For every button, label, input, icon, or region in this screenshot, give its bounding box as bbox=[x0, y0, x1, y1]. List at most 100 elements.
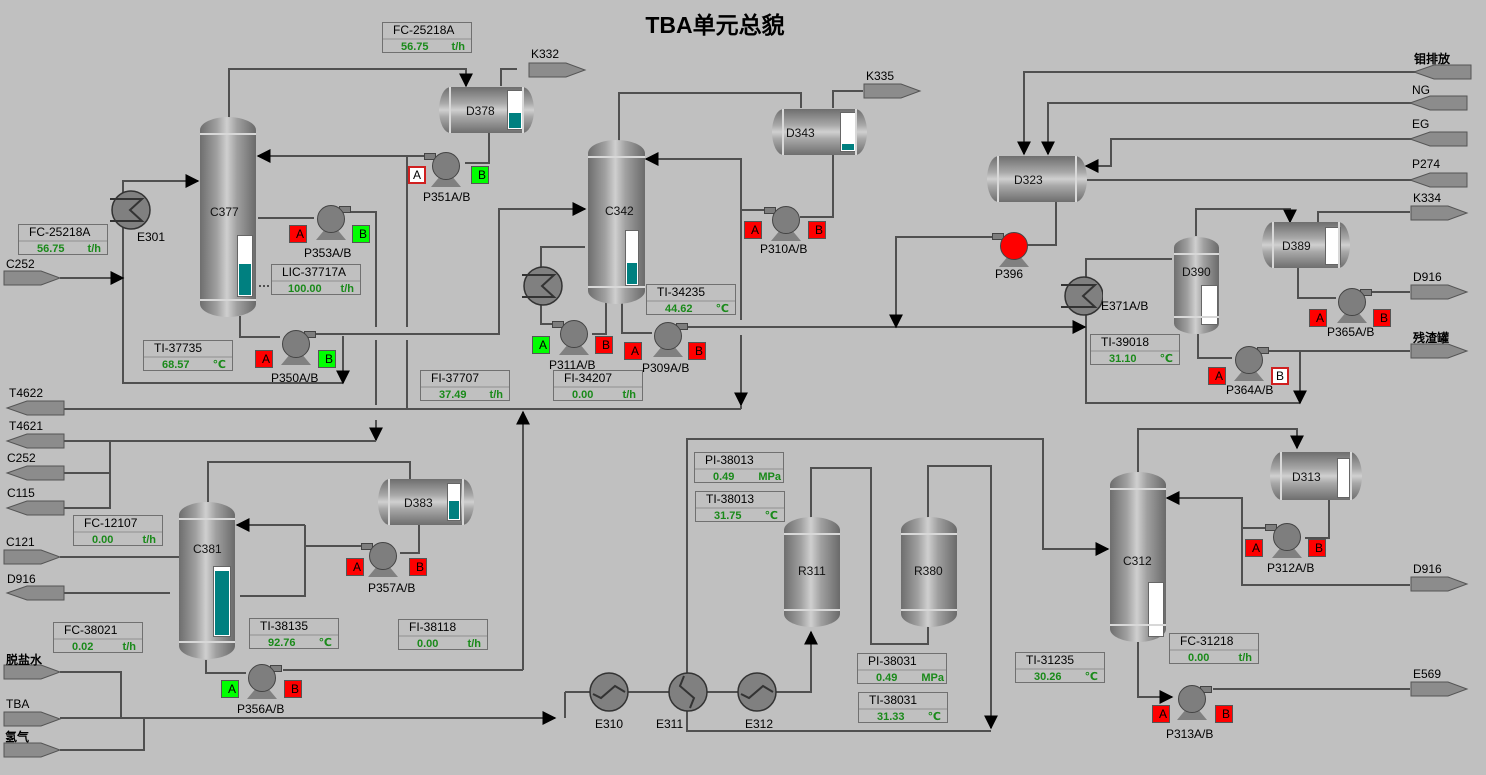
pump-p310-a-button[interactable]: A bbox=[744, 221, 762, 239]
pump-p313-a-button[interactable]: A bbox=[1152, 705, 1170, 723]
pump-p309-a-button[interactable]: A bbox=[624, 342, 642, 360]
pump-p309[interactable] bbox=[648, 320, 688, 360]
pump-p364-a-button[interactable]: A bbox=[1208, 367, 1226, 385]
connector-label: C252 bbox=[6, 257, 35, 271]
pump-p357-a-button[interactable]: A bbox=[346, 558, 364, 576]
column-c381[interactable]: C381 bbox=[179, 502, 235, 659]
pump-p351-a-button[interactable]: A bbox=[408, 166, 426, 184]
connector-desalted-water[interactable] bbox=[3, 664, 63, 680]
pump-p350-a-button[interactable]: A bbox=[255, 350, 273, 368]
connector-d916-left[interactable] bbox=[5, 585, 65, 601]
drum-d323[interactable]: D323 bbox=[987, 156, 1087, 202]
connector-hydrogen[interactable] bbox=[3, 742, 63, 758]
pump-p312-a-button[interactable]: A bbox=[1245, 539, 1263, 557]
pump-p353-b-button[interactable]: B bbox=[352, 225, 370, 243]
pump-p310[interactable] bbox=[764, 204, 806, 244]
pump-p356-a-button[interactable]: A bbox=[221, 680, 239, 698]
column-c312[interactable]: C312 bbox=[1110, 472, 1166, 642]
pump-p357[interactable] bbox=[361, 540, 403, 580]
pump-p312-b-button[interactable]: B bbox=[1308, 539, 1326, 557]
pump-p312[interactable] bbox=[1265, 521, 1307, 561]
heat-exchanger-e301[interactable] bbox=[108, 190, 152, 230]
connector-mo-discharge[interactable] bbox=[1412, 64, 1472, 80]
pump-p365-a-button[interactable]: A bbox=[1309, 309, 1327, 327]
connector-k332[interactable] bbox=[528, 62, 588, 78]
tag-value: 31.10 bbox=[1109, 353, 1137, 365]
connector-t4621[interactable] bbox=[5, 433, 65, 449]
connector-c252-mid[interactable] bbox=[5, 465, 65, 481]
drum-d378[interactable]: D378 bbox=[439, 87, 534, 133]
connector-d916-r1[interactable] bbox=[1410, 284, 1470, 300]
connector-t4622[interactable] bbox=[5, 400, 65, 416]
connector-p274[interactable] bbox=[1408, 172, 1468, 188]
reactor-r311[interactable]: R311 bbox=[784, 517, 840, 627]
connector-k334[interactable] bbox=[1410, 205, 1470, 221]
connector-d916-r2[interactable] bbox=[1410, 576, 1470, 592]
pump-p313-b-button[interactable]: B bbox=[1215, 705, 1233, 723]
pump-p350-b-button[interactable]: B bbox=[318, 350, 336, 368]
pump-p311-a-button[interactable]: A bbox=[532, 336, 550, 354]
connector-c121[interactable] bbox=[3, 549, 63, 565]
connector-ng[interactable] bbox=[1408, 95, 1468, 111]
heat-exchanger-e342[interactable] bbox=[520, 266, 564, 306]
drum-d313[interactable]: D313 bbox=[1270, 452, 1362, 500]
pump-p311-b-button[interactable]: B bbox=[595, 336, 613, 354]
heat-exchanger-e310[interactable] bbox=[589, 672, 629, 712]
pump-p356[interactable] bbox=[242, 662, 282, 702]
drum-d389[interactable]: D389 bbox=[1262, 222, 1350, 268]
connector-c115[interactable] bbox=[5, 500, 65, 516]
vessel-label: D383 bbox=[404, 496, 433, 510]
connector-e569[interactable] bbox=[1410, 681, 1470, 697]
heat-exchanger-e311[interactable] bbox=[668, 672, 708, 712]
column-c377[interactable]: C377 bbox=[200, 117, 256, 317]
pump-p351[interactable] bbox=[424, 150, 466, 190]
drum-d383[interactable]: D383 bbox=[378, 479, 474, 525]
tag-name: TI-38135 bbox=[250, 619, 338, 636]
connector-tba[interactable] bbox=[3, 711, 63, 727]
drum-d390[interactable]: D390 bbox=[1174, 237, 1219, 334]
pump-p364[interactable] bbox=[1229, 344, 1269, 384]
pump-p365-b-button[interactable]: B bbox=[1373, 309, 1391, 327]
column-c342[interactable]: C342 bbox=[588, 140, 645, 304]
pump-p311[interactable] bbox=[552, 318, 594, 358]
drum-d343[interactable]: D343 bbox=[772, 109, 867, 155]
pump-p364-b-button[interactable]: B bbox=[1271, 367, 1289, 385]
heat-exchanger-e312[interactable] bbox=[737, 672, 777, 712]
pump-p353[interactable] bbox=[311, 203, 351, 243]
pump-p365[interactable] bbox=[1332, 286, 1372, 326]
pump-p309-b-button[interactable]: B bbox=[688, 342, 706, 360]
pump-p350[interactable] bbox=[276, 328, 316, 368]
connector-residue-tank[interactable] bbox=[1410, 343, 1470, 359]
pump-p310-b-button[interactable]: B bbox=[808, 221, 826, 239]
pump-p356-b-button[interactable]: B bbox=[284, 680, 302, 698]
pump-p357-b-button[interactable]: B bbox=[409, 558, 427, 576]
heat-exchanger-e371[interactable] bbox=[1059, 276, 1103, 316]
pump-p351-b-button[interactable]: B bbox=[471, 166, 489, 184]
tag-name: TI-39018 bbox=[1091, 335, 1179, 352]
connector-k335[interactable] bbox=[863, 83, 923, 99]
pump-p396[interactable] bbox=[992, 230, 1034, 270]
connector-eg[interactable] bbox=[1408, 131, 1468, 147]
pump-p353-a-button[interactable]: A bbox=[289, 225, 307, 243]
reactor-r380[interactable]: R380 bbox=[901, 517, 957, 627]
connector-c252-top[interactable] bbox=[3, 270, 63, 286]
pump-p313[interactable] bbox=[1172, 683, 1212, 723]
